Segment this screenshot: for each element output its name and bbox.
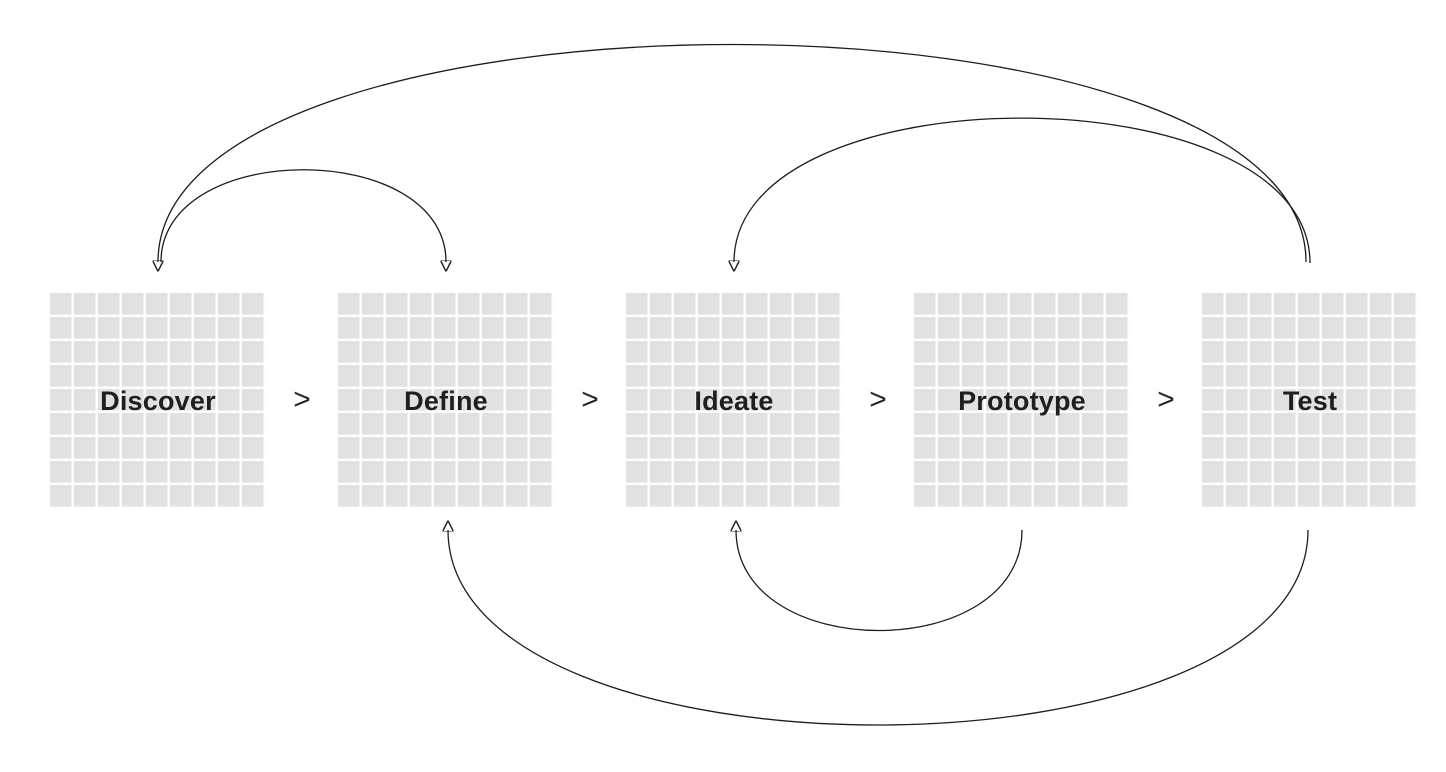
stage-box-discover: Discover [50, 293, 266, 509]
stage-label-ideate: Ideate [694, 385, 774, 416]
stage-label-define: Define [404, 385, 488, 416]
chevron-separator-icon: > [293, 383, 311, 416]
stage-box-define: Define [338, 293, 554, 509]
stage-label-prototype: Prototype [958, 385, 1086, 416]
stage-label-discover: Discover [100, 385, 216, 416]
arrow-test-to-ideate [734, 117, 1311, 263]
stage-box-test: Test [1202, 293, 1418, 509]
stage-box-ideate: Ideate [626, 293, 842, 509]
stage-box-prototype: Prototype [914, 293, 1130, 509]
chevron-separator-icon: > [1157, 383, 1175, 416]
chevron-separator-icon: > [581, 383, 599, 416]
arrow-test-to-discover [158, 43, 1307, 263]
arrow-test-to-define [448, 530, 1309, 726]
arrow-prototype-to-ideate [736, 530, 1023, 632]
arrow-discover-to-define [160, 169, 446, 262]
stage-label-test: Test [1282, 385, 1338, 416]
chevron-separator-icon: > [869, 383, 887, 416]
